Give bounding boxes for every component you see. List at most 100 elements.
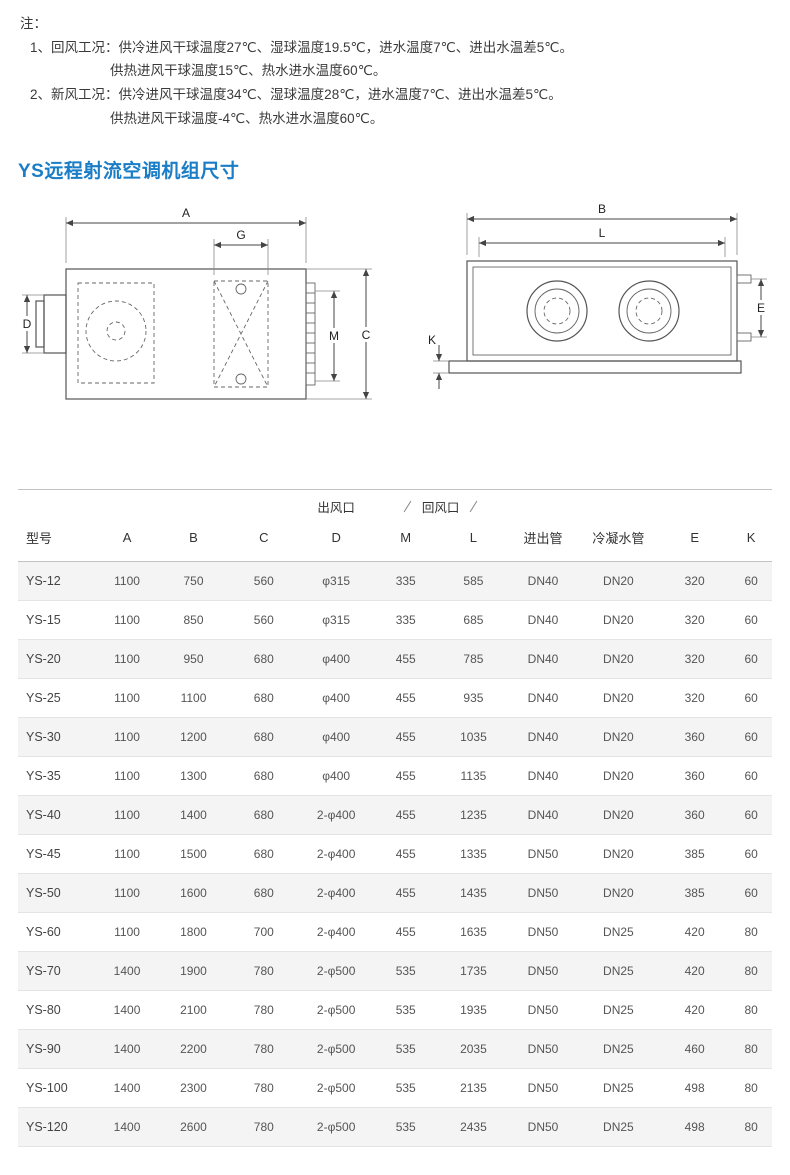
value-cell: 1300 [158,756,229,797]
value-cell: φ400 [299,678,373,719]
dimension-diagrams: A G D M C [18,191,772,443]
dim-label-b: B [598,202,606,216]
value-cell: 455 [372,717,439,758]
value-cell: 2-φ500 [299,990,373,1031]
value-cell: 1600 [158,873,229,914]
value-cell: φ400 [299,639,373,680]
dim-label-e: E [757,301,765,315]
model-cell: YS-50 [18,873,96,914]
page-heading: YS远程射流空调机组尺寸 [18,161,240,183]
leader-tick [403,501,412,513]
note-line: 1、回风工况：供冷进风干球温度27℃、湿球温度19.5℃，进水温度7℃、进出水温… [30,39,573,55]
value-cell: 2-φ400 [299,795,373,836]
value-cell: 1635 [438,912,509,953]
value-cell: 1400 [95,990,159,1031]
value-cell: 1900 [158,951,229,992]
value-cell: 80 [730,912,772,953]
model-cell: YS-100 [18,1068,96,1109]
column-header-b: B [158,516,229,563]
model-cell: YS-60 [18,912,96,953]
value-cell: 1100 [95,795,159,836]
value-cell: 1035 [438,717,509,758]
value-cell: 320 [659,639,731,680]
value-cell: DN40 [508,600,578,641]
value-cell: 1435 [438,873,509,914]
value-cell: DN25 [577,912,660,953]
value-cell: 460 [659,1029,731,1070]
value-cell: 60 [730,717,772,758]
value-cell: 360 [659,717,731,758]
value-cell: DN20 [577,717,660,758]
table-header-row: 型号 A B C D M L 进出管 冷凝水管 E K [18,516,772,563]
value-cell: 455 [372,756,439,797]
value-cell: DN40 [508,756,578,797]
value-cell: 2-φ500 [299,951,373,992]
value-cell: 60 [730,600,772,641]
value-cell: DN25 [577,990,660,1031]
value-cell: 420 [659,951,731,992]
value-cell: 1100 [95,717,159,758]
value-cell: 935 [438,678,509,719]
value-cell: 80 [730,951,772,992]
value-cell: 1100 [95,639,159,680]
value-cell: 2200 [158,1029,229,1070]
value-cell: 1400 [95,1107,159,1148]
value-cell: 685 [438,600,509,641]
value-cell: 1335 [438,834,509,875]
value-cell: 1935 [438,990,509,1031]
value-cell: 1100 [95,561,159,602]
value-cell: 2-φ400 [299,912,373,953]
value-cell: 60 [730,678,772,719]
value-cell: 680 [228,834,300,875]
value-cell: 1100 [95,873,159,914]
value-cell: 2035 [438,1029,509,1070]
value-cell: 1400 [158,795,229,836]
dim-label-k: K [428,333,436,347]
value-cell: 1800 [158,912,229,953]
value-cell: 60 [730,639,772,680]
value-cell: 560 [228,561,300,602]
value-cell: 680 [228,795,300,836]
value-cell: DN50 [508,1029,578,1070]
value-cell: DN20 [577,600,660,641]
column-header-m: M [372,516,439,563]
value-cell: 780 [228,1107,300,1148]
value-cell: DN20 [577,756,660,797]
dim-label-d: D [23,317,32,331]
value-cell: 1400 [95,1029,159,1070]
value-cell: 2-φ500 [299,1029,373,1070]
notes-title: 注： [20,16,47,31]
value-cell: 680 [228,678,300,719]
value-cell: 780 [228,951,300,992]
value-cell: DN40 [508,795,578,836]
column-header-a: A [95,516,159,563]
column-header-pipe: 进出管 [508,516,578,563]
value-cell: 60 [730,561,772,602]
note-item: 1、回风工况：供冷进风干球温度27℃、湿球温度19.5℃，进水温度7℃、进出水温… [18,36,772,83]
spec-table: 出风口 回风口 型号 A B C D M L 进出管 冷凝水管 E K YS-1… [18,489,772,1148]
group-header-outlet: 出风口 [299,489,373,517]
value-cell: DN20 [577,639,660,680]
value-cell: 780 [228,990,300,1031]
model-cell: YS-15 [18,600,96,641]
value-cell: 2300 [158,1068,229,1109]
value-cell: 335 [372,600,439,641]
value-cell: 535 [372,1107,439,1148]
dim-label-c: C [362,328,371,342]
dim-label-g: G [236,228,245,242]
column-header-e: E [659,516,731,563]
dim-label-l: L [599,226,606,240]
value-cell: 360 [659,795,731,836]
value-cell: 80 [730,1029,772,1070]
value-cell: 1735 [438,951,509,992]
value-cell: DN50 [508,912,578,953]
value-cell: 535 [372,990,439,1031]
value-cell: DN50 [508,1068,578,1109]
value-cell: 680 [228,873,300,914]
value-cell: 335 [372,561,439,602]
